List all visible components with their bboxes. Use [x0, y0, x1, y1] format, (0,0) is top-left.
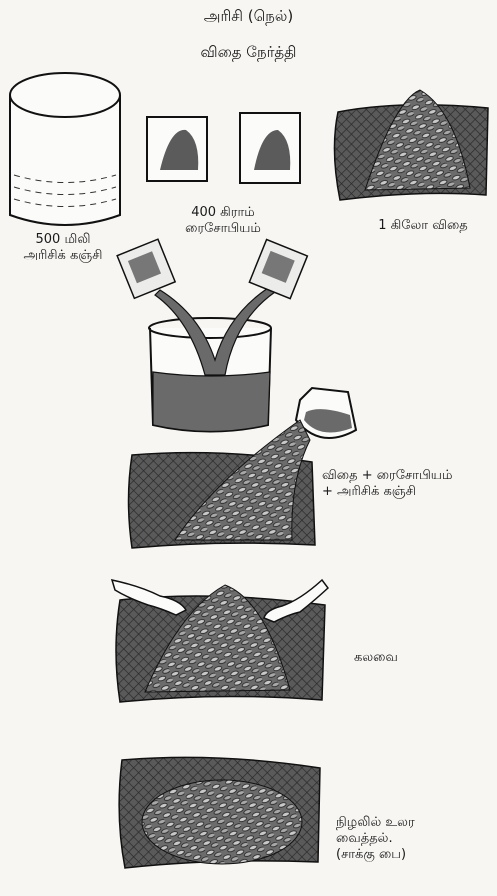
- rhizobium-packet-icon: [147, 117, 207, 181]
- rice-water-bucket-icon: [10, 73, 120, 225]
- drying-sack-icon: [119, 757, 320, 868]
- rhizobium-packet-icon: [240, 113, 300, 183]
- seed-label: 1 கிலோ விதை: [355, 218, 491, 234]
- rhizobium-label: 400 கிராம் ரைசோபியம்: [158, 205, 288, 237]
- hand-mixing-sack-icon: [112, 580, 328, 702]
- mixture-label: விதை + ரைசோபியம் + அரிசிக் கஞ்சி: [322, 468, 492, 500]
- seed-heap-icon: [334, 90, 488, 200]
- seed-mixture-sack-icon: [129, 420, 316, 548]
- rice-water-label: 500 மிலி அரிசிக் கஞ்சி: [8, 232, 118, 264]
- mixing-beaker-icon: [117, 239, 307, 431]
- drying-label: நிழலில் உலர வைத்தல். (சாக்கு பை): [336, 815, 486, 863]
- blend-label: கலவை: [354, 650, 434, 666]
